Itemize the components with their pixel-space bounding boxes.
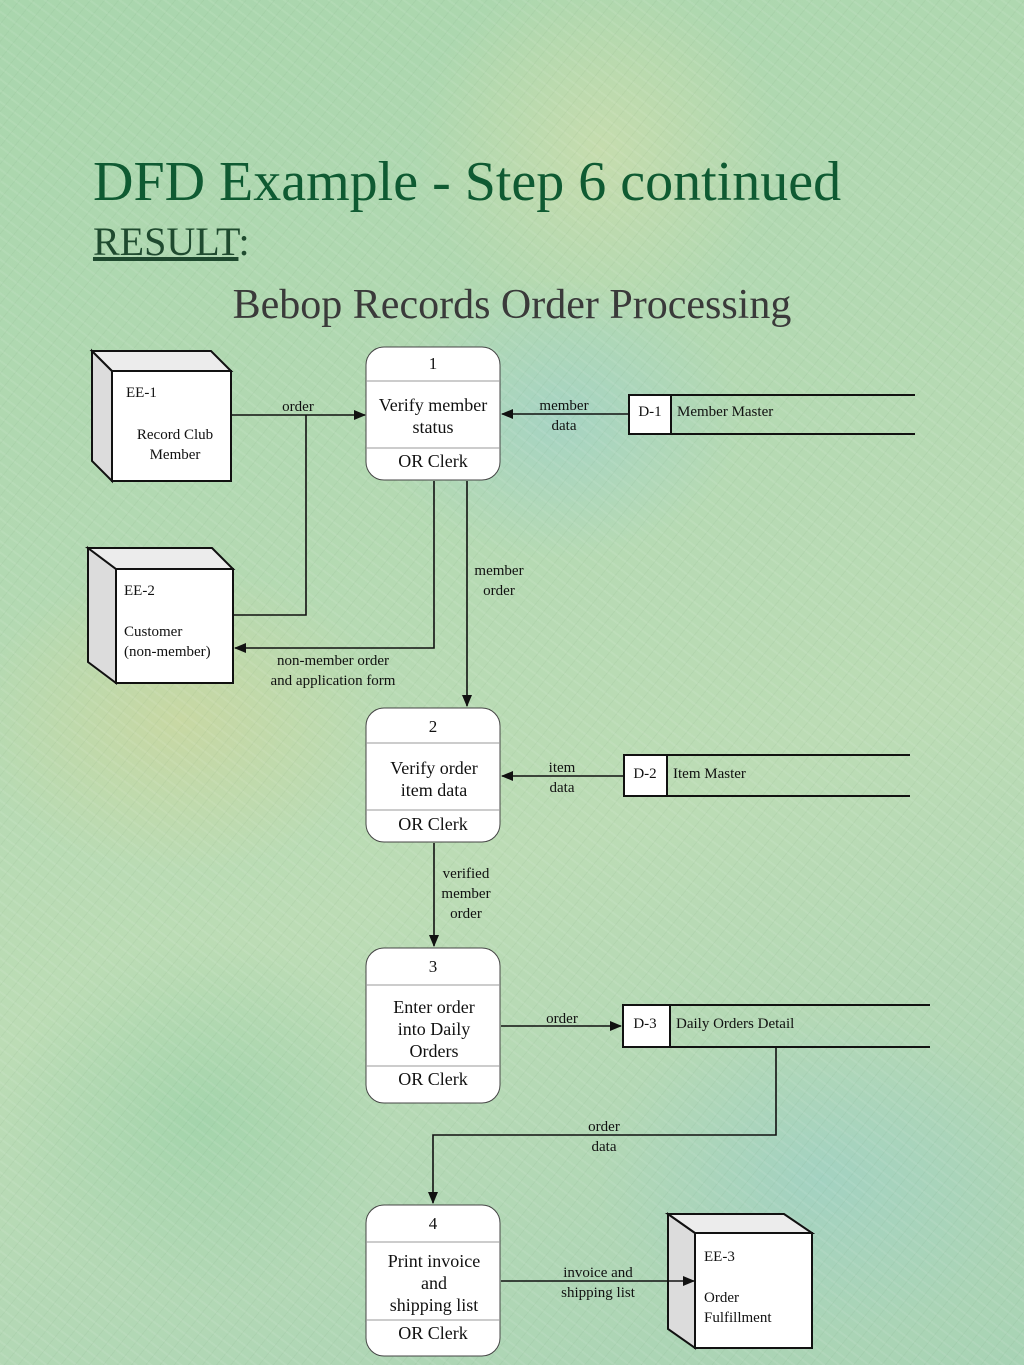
flow-nonmember-arrow bbox=[234, 481, 435, 653]
process-1-number: 1 bbox=[429, 354, 438, 373]
process-1: 1 Verify member status OR Clerk bbox=[365, 346, 501, 481]
result-suffix: : bbox=[238, 219, 250, 264]
process-4-name-line2: and bbox=[421, 1273, 447, 1293]
flow-order-data-label-line1: order bbox=[588, 1119, 620, 1135]
ee3-name-line2: Fulfillment bbox=[704, 1310, 772, 1326]
flow-member-data-label-line1: member bbox=[539, 398, 588, 414]
d1-id: D-1 bbox=[638, 404, 661, 420]
d1-name: Member Master bbox=[677, 404, 773, 420]
d3-id: D-3 bbox=[633, 1016, 656, 1032]
flow-order-label: order bbox=[282, 399, 314, 415]
diagram-subtitle: Bebop Records Order Processing bbox=[232, 282, 792, 328]
ee2-name-line2: (non-member) bbox=[124, 644, 211, 660]
process-1-name-line2: status bbox=[412, 417, 453, 437]
datastore-d3: D-3 Daily Orders Detail bbox=[622, 1004, 930, 1048]
process-3-name-line3: Orders bbox=[410, 1041, 459, 1061]
process-3: 3 Enter order into Daily Orders OR Clerk bbox=[365, 947, 501, 1104]
ee3-name-line1: Order bbox=[704, 1290, 739, 1306]
flow-nonmember-label-line2: and application form bbox=[271, 673, 396, 689]
flow-nonmember-label-line1: non-member order bbox=[277, 653, 389, 669]
flow-customer-order-line bbox=[233, 415, 307, 616]
d2-id: D-2 bbox=[633, 766, 656, 782]
flow-verified-label-line2: member bbox=[441, 886, 490, 902]
process-3-name-line1: Enter order bbox=[393, 997, 474, 1017]
process-2-name-line2: item data bbox=[401, 780, 467, 800]
flow-invoice-label-line2: shipping list bbox=[561, 1285, 636, 1301]
process-4-name-line1: Print invoice bbox=[388, 1251, 481, 1271]
process-2-actor: OR Clerk bbox=[398, 814, 468, 834]
process-3-actor: OR Clerk bbox=[398, 1069, 468, 1089]
process-2-name-line1: Verify order bbox=[390, 758, 477, 778]
external-entity-ee2: EE-2 Customer (non-member) bbox=[85, 546, 236, 685]
process-3-number: 3 bbox=[429, 957, 438, 976]
flow-member-order-label-line2: order bbox=[483, 583, 515, 599]
process-1-name-line1: Verify member bbox=[379, 395, 487, 415]
ee2-id: EE-2 bbox=[124, 583, 155, 599]
process-4-number: 4 bbox=[429, 1214, 438, 1233]
result-label: RESULT bbox=[93, 219, 239, 264]
flow-invoice-label-line1: invoice and bbox=[563, 1265, 633, 1281]
flow-item-data-label-line1: item bbox=[549, 760, 576, 776]
external-entity-ee1: EE-1 Record Club Member bbox=[89, 348, 234, 484]
flow-member-data-label-line2: data bbox=[552, 418, 577, 434]
ee3-id: EE-3 bbox=[704, 1249, 735, 1265]
process-2-number: 2 bbox=[429, 717, 438, 736]
flow-order-data-label-line2: data bbox=[592, 1139, 617, 1155]
d3-name: Daily Orders Detail bbox=[676, 1016, 794, 1032]
ee1-name-line2: Member bbox=[150, 447, 201, 463]
datastore-d1: D-1 Member Master bbox=[628, 394, 915, 435]
flow-order-out-label: order bbox=[546, 1011, 578, 1027]
page-title: DFD Example - Step 6 continued bbox=[93, 151, 842, 213]
d2-name: Item Master bbox=[673, 766, 746, 782]
process-3-name-line2: into Daily bbox=[398, 1019, 471, 1039]
flow-verified-label-line1: verified bbox=[443, 866, 490, 882]
process-4: 4 Print invoice and shipping list OR Cle… bbox=[365, 1204, 501, 1357]
process-4-actor: OR Clerk bbox=[398, 1323, 468, 1343]
flow-item-data-label-line2: data bbox=[550, 780, 575, 796]
external-entity-ee3: EE-3 Order Fulfillment bbox=[664, 1212, 816, 1350]
result-heading: RESULT: bbox=[93, 222, 250, 262]
process-2: 2 Verify order item data OR Clerk bbox=[365, 707, 501, 843]
flow-member-order-label-line1: member bbox=[474, 563, 523, 579]
datastore-d2: D-2 Item Master bbox=[623, 754, 910, 797]
ee2-name-line1: Customer bbox=[124, 624, 182, 640]
flow-order-data-arrow bbox=[428, 1047, 777, 1204]
flow-verified-label-line3: order bbox=[450, 906, 482, 922]
ee1-name-line1: Record Club bbox=[137, 427, 213, 443]
ee1-id: EE-1 bbox=[126, 385, 157, 401]
process-1-actor: OR Clerk bbox=[398, 451, 468, 471]
process-4-name-line3: shipping list bbox=[390, 1295, 479, 1315]
